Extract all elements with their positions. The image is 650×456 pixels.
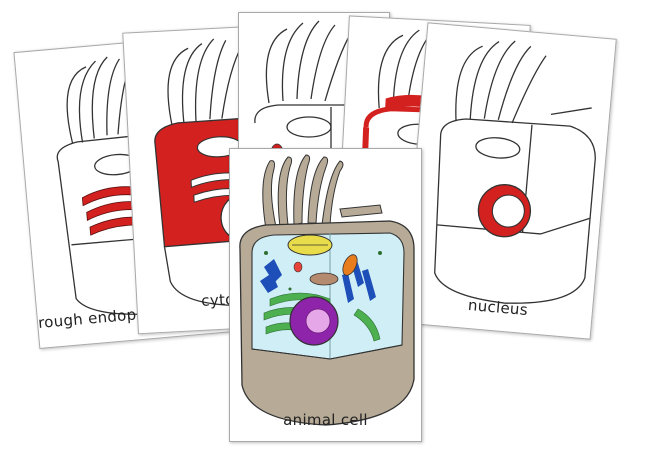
card-nucleus[interactable]: nucleus [401,22,617,340]
animal-cell-illustration [239,154,415,426]
card-animal-cell[interactable]: animal cell [229,148,422,442]
nucleus-illustration [434,40,596,304]
card-label: animal cell [283,411,368,429]
